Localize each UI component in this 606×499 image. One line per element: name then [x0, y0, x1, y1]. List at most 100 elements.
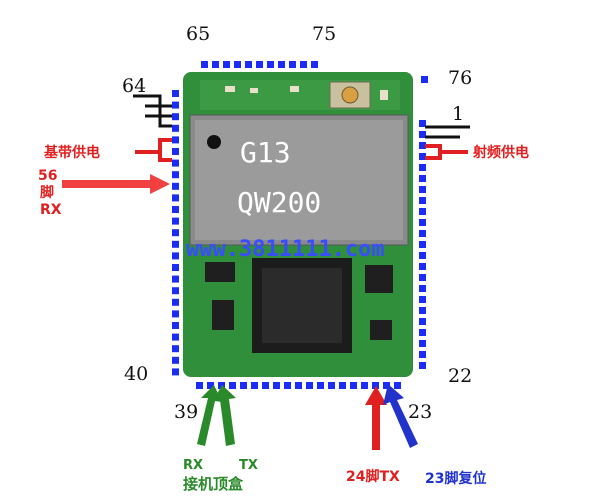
pad-left [172, 194, 179, 202]
pad-left [172, 171, 179, 179]
antenna-socket [341, 86, 359, 104]
pin24-arrow [365, 386, 387, 450]
pad-right [419, 153, 426, 160]
pin-label-76: 76 [448, 67, 472, 89]
small-ic [212, 300, 234, 330]
main-ic-die [262, 268, 342, 343]
pad-bottom [350, 382, 357, 389]
pin56-arrow [62, 174, 170, 194]
pin-label-40: 40 [124, 363, 148, 385]
baseband-power-label: 基带供电 [44, 144, 100, 161]
stb-arrows [197, 385, 236, 446]
small-ic [205, 262, 235, 282]
pad-bottom [328, 382, 335, 389]
pad-left [172, 368, 179, 376]
rf-power-lines [425, 144, 468, 160]
pad-right [419, 274, 426, 281]
pad-top [256, 61, 263, 68]
module-board [183, 72, 413, 377]
pad-bottom [383, 382, 390, 389]
pad-right [419, 307, 426, 314]
shield-can-face [195, 120, 403, 240]
pad-left [172, 240, 179, 248]
pad-right [419, 175, 426, 182]
pad-bottom [218, 382, 225, 389]
pad-left [172, 275, 179, 283]
watermark-text: www.3811111.com [186, 237, 385, 262]
pin1-lines [425, 125, 470, 139]
pad-top [245, 61, 252, 68]
pad-top [289, 61, 296, 68]
pin64-ground-lines [133, 94, 172, 128]
pad-right [419, 120, 426, 127]
pin-label-75: 75 [312, 23, 336, 45]
pad-bottom [273, 382, 280, 389]
pad-left [172, 124, 179, 132]
pin-label-64: 64 [122, 75, 146, 97]
pad-right [419, 197, 426, 204]
pad-left [172, 90, 179, 97]
pad-bottom [394, 382, 401, 389]
stb-rx-label: RX [183, 458, 203, 473]
pad-right [419, 131, 426, 138]
pin56-foot: 脚 [40, 185, 54, 201]
pad-right [419, 186, 426, 193]
pad-left [172, 101, 179, 109]
pin-label-22: 22 [448, 365, 472, 387]
pin1-marker [207, 135, 221, 149]
pad-right [419, 164, 426, 171]
pad-left [172, 206, 179, 213]
module-line1: G13 [240, 136, 291, 169]
pad-bottom [372, 382, 379, 389]
pad-left [172, 345, 179, 353]
pad-left [172, 113, 179, 121]
pad-right [419, 285, 426, 292]
module-line2: QW200 [237, 186, 321, 219]
pad-left [172, 148, 179, 155]
pad-bottom [251, 382, 258, 389]
pin-label-65: 65 [186, 23, 210, 45]
pin-label-23: 23 [408, 401, 432, 423]
pad-bottom [306, 382, 313, 389]
pad-top [212, 61, 219, 68]
pad-left [172, 287, 179, 295]
pad-bottom [262, 382, 269, 389]
pin23-reset-label: 23脚复位 [425, 470, 486, 487]
pin-label-39: 39 [174, 401, 198, 423]
smd-part [380, 90, 388, 100]
pad-right [419, 252, 426, 259]
pad-right [419, 263, 426, 270]
pad-left [172, 310, 179, 318]
pad-bottom [207, 382, 214, 389]
pad-top-right [421, 76, 428, 83]
pad-right [419, 340, 426, 347]
pad-bottom [295, 382, 302, 389]
pad-right [419, 296, 426, 303]
pad-right [419, 362, 426, 369]
pad-left [172, 229, 179, 237]
small-ic [365, 265, 393, 293]
pad-left [172, 136, 179, 144]
pad-right [419, 219, 426, 226]
pad-left [172, 182, 179, 190]
pad-top [234, 61, 241, 68]
pad-left [172, 356, 179, 364]
pad-bottom [339, 382, 346, 389]
pad-right [419, 208, 426, 215]
pad-top [201, 61, 208, 68]
pad-top [300, 61, 307, 68]
rf-power-label: 射频供电 [472, 144, 529, 161]
pad-left [172, 217, 179, 225]
smd-part [250, 88, 258, 93]
pin24-tx-label: 24脚TX [346, 469, 400, 485]
pin23-arrow [383, 384, 418, 448]
pad-top [278, 61, 285, 68]
smd-part [225, 86, 235, 92]
pad-left [172, 264, 179, 271]
pad-right [419, 142, 426, 149]
baseband-power-lines [135, 138, 172, 162]
pad-top [267, 61, 274, 68]
pad-right [419, 329, 426, 336]
